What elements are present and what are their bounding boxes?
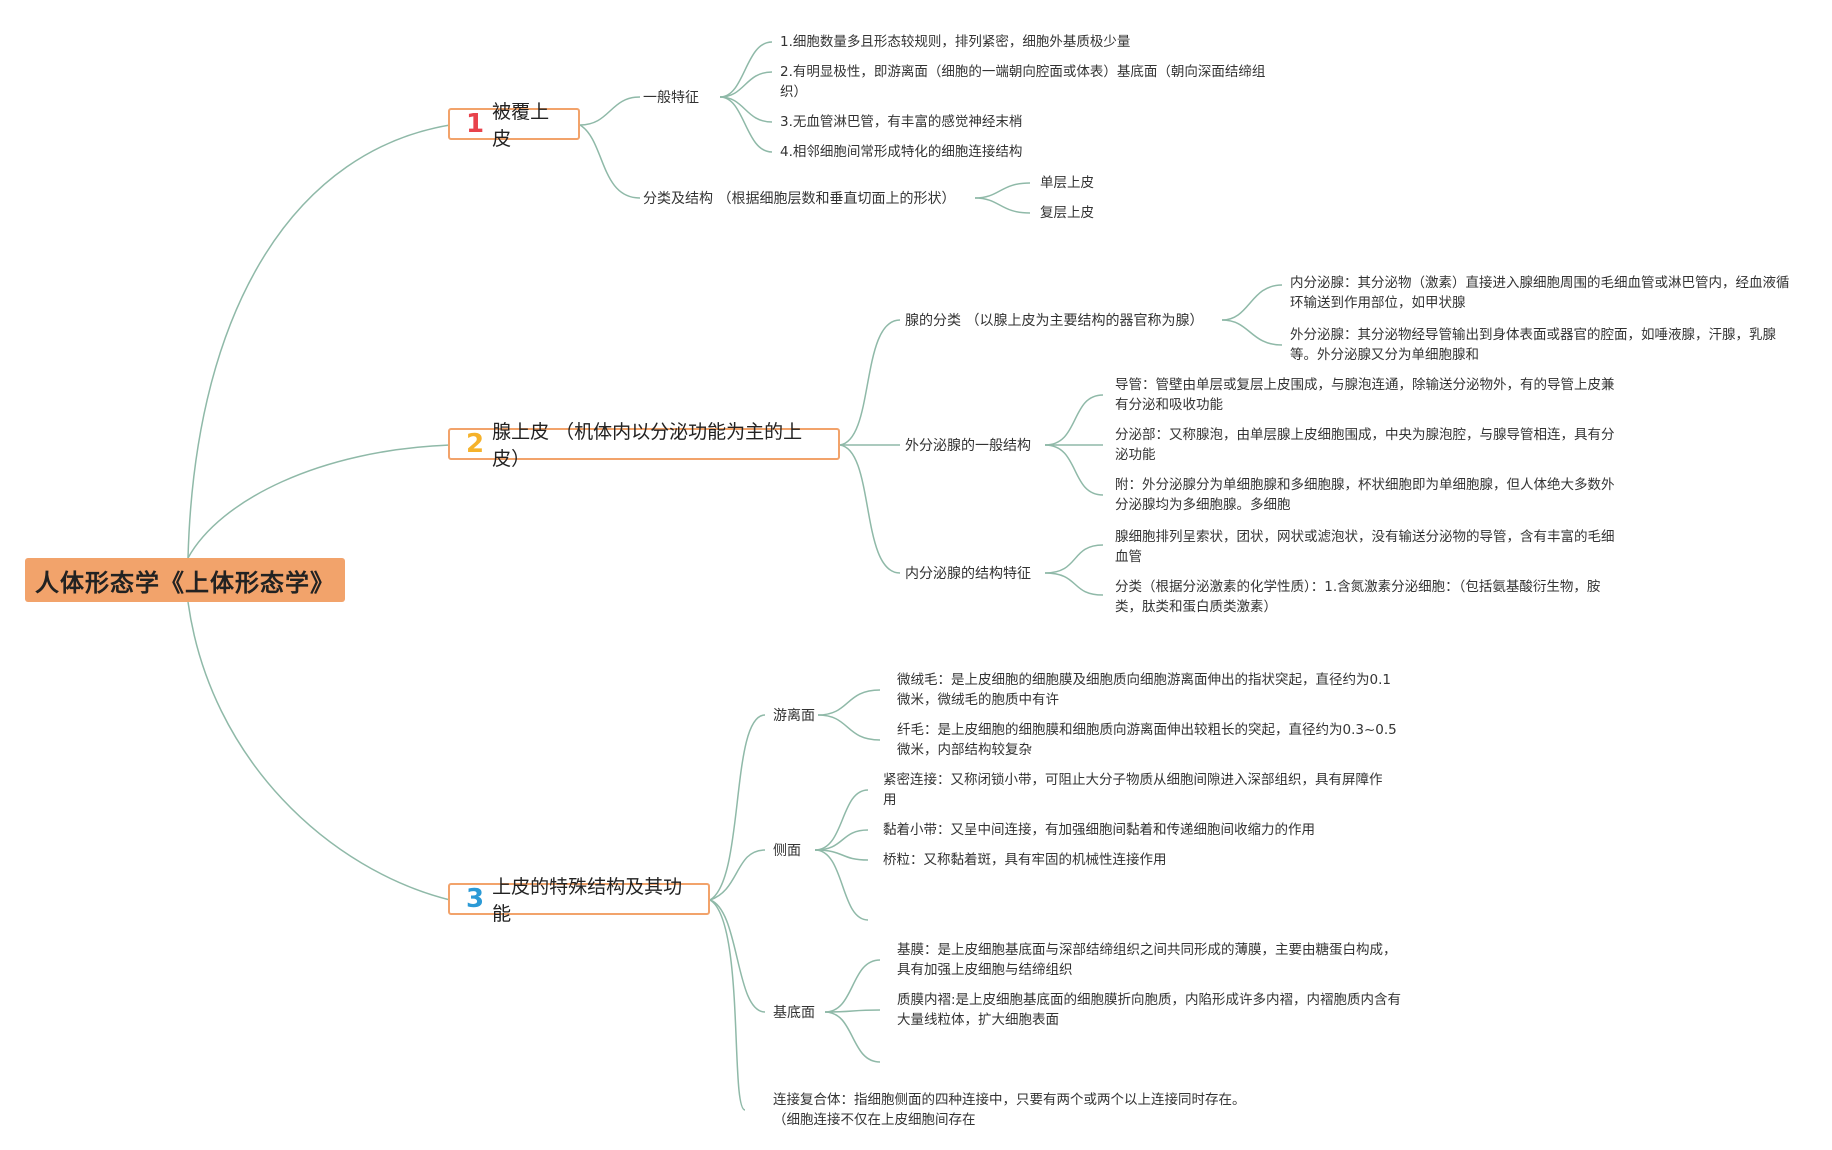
link-lateral-4 [814, 849, 869, 921]
b3-basal-item-2[interactable]: 质膜内褶:是上皮细胞基底面的细胞膜折向胞质，内陷形成许多内褶，内褶胞质内含有大量… [897, 992, 1402, 1028]
link-b1-general [579, 96, 641, 126]
b3-complex-line-2: （细胞连接不仅在上皮细胞间存在 [773, 1112, 976, 1128]
b2-exocrine-topic[interactable]: 外分泌腺的一般结构 [905, 438, 1031, 454]
b1-general-item-4[interactable]: 4.相邻细胞间常形成特化的细胞连接结构 [780, 144, 1023, 160]
b3-lateral-topic[interactable]: 侧面 [773, 843, 801, 859]
branch-1-label: 被覆上皮 [492, 101, 550, 150]
link-lateral-1 [814, 789, 869, 851]
b2-endocrine-topic[interactable]: 内分泌腺的结构特征 [905, 566, 1031, 582]
link-lateral-2 [814, 829, 869, 851]
b1-general-topic[interactable]: 一般特征 [643, 90, 699, 106]
link-root-b1 [187, 124, 451, 559]
branch-2-label: 腺上皮 （机体内以分泌功能为主的上皮） [492, 421, 803, 470]
branch-3-topic[interactable]: 3 上皮的特殊结构及其功能 [448, 876, 710, 925]
link-b3-complex [709, 899, 746, 1111]
link-basal-3 [824, 1011, 881, 1063]
b3-basal-topic[interactable]: 基底面 [773, 1005, 815, 1021]
b1-classify-item-2[interactable]: 复层上皮 [1040, 205, 1094, 221]
b2-exocrine-item-3[interactable]: 附：外分泌腺分为单细胞腺和多细胞腺，杯状细胞即为单细胞腺，但人体绝大多数外分泌腺… [1115, 477, 1615, 513]
link-b3-basal [709, 899, 766, 1013]
root-topic[interactable]: 人体形态学《上体形态学》 [25, 558, 345, 602]
link-exo-3 [1044, 444, 1104, 496]
link-lateral-3 [814, 849, 869, 861]
b2-gland-class-item-1[interactable]: 内分泌腺：其分泌物（激素）直接进入腺细胞周围的毛细血管或淋巴管内，经血液循环输送… [1290, 275, 1790, 311]
branch-1-topic[interactable]: 1 被覆上皮 [448, 101, 580, 150]
b1-general-item-2[interactable]: 2.有明显极性，即游离面（细胞的一端朝向腔面或体表）基底面（朝向深面结缔组织） [780, 64, 1266, 100]
link-gland-1 [1221, 284, 1283, 321]
link-classify-1 [974, 182, 1031, 199]
link-b2-endo [839, 444, 901, 574]
link-b3-free [709, 714, 766, 901]
b3-free-item-1[interactable]: 微绒毛：是上皮细胞的细胞膜及细胞质向细胞游离面伸出的指状突起，直径约为0.1微米… [897, 672, 1391, 708]
b1-classify-item-1[interactable]: 单层上皮 [1040, 175, 1094, 191]
b3-lateral-item-2[interactable]: 黏着小带：又呈中间连接，有加强细胞间黏着和传递细胞间收缩力的作用 [883, 822, 1315, 838]
link-general-4 [719, 96, 773, 153]
link-exo-1 [1044, 394, 1104, 446]
b2-endocrine-item-1[interactable]: 腺细胞排列呈索状，团状，网状或滤泡状，没有输送分泌物的导管，含有丰富的毛细血管 [1115, 529, 1615, 565]
b2-gland-class-topic[interactable]: 腺的分类 （以腺上皮为主要结构的器官称为腺） [905, 313, 1204, 329]
b2-exocrine-item-2[interactable]: 分泌部：又称腺泡，由单层腺上皮细胞围成，中央为腺泡腔，与腺导管相连，具有分泌功能 [1115, 427, 1615, 463]
branch-3-number: 3 [466, 884, 485, 914]
link-general-3 [719, 96, 773, 123]
b3-basal-item-1[interactable]: 基膜：是上皮细胞基底面与深部结缔组织之间共同形成的薄膜，主要由糖蛋白构成，具有加… [897, 942, 1397, 978]
link-b2-gland [839, 319, 901, 446]
b3-complex-line-1: 连接复合体：指细胞侧面的四种连接中，只要有两个或两个以上连接同时存在。 [773, 1092, 1246, 1108]
b3-complex-topic[interactable]: 连接复合体：指细胞侧面的四种连接中，只要有两个或两个以上连接同时存在。 （细胞连… [773, 1090, 1293, 1130]
link-basal-1 [824, 959, 881, 1013]
b1-classify-topic[interactable]: 分类及结构 （根据细胞层数和垂直切面上的形状） [643, 191, 956, 207]
b1-general-item-1[interactable]: 1.细胞数量多且形态较规则，排列紧密，细胞外基质极少量 [780, 34, 1131, 50]
b2-exocrine-item-1[interactable]: 导管：管壁由单层或复层上皮围成，与腺泡连通，除输送分泌物外，有的导管上皮兼有分泌… [1115, 377, 1615, 413]
b3-free-item-2[interactable]: 纤毛：是上皮细胞的细胞膜和细胞质向游离面伸出较粗长的突起，直径约为0.3~0.5… [897, 722, 1397, 758]
link-general-2 [719, 71, 773, 98]
link-gland-2 [1221, 319, 1283, 346]
link-free-2 [817, 714, 881, 741]
link-classify-2 [974, 197, 1031, 214]
link-basal-2 [824, 1009, 881, 1013]
link-general-1 [719, 41, 773, 98]
b2-gland-class-item-2[interactable]: 外分泌腺：其分泌物经导管输出到身体表面或器官的腔面，如唾液腺，汗腺，乳腺等。外分… [1290, 327, 1776, 363]
branch-2-number: 2 [466, 429, 485, 459]
b3-free-topic[interactable]: 游离面 [773, 708, 815, 724]
link-endo-1 [1044, 544, 1104, 574]
branch-3-label: 上皮的特殊结构及其功能 [492, 876, 683, 925]
link-free-1 [817, 689, 881, 716]
link-root-b2 [187, 444, 451, 559]
b3-lateral-item-1[interactable]: 紧密连接：又称闭锁小带，可阻止大分子物质从细胞间隙进入深部组织，具有屏障作用 [883, 772, 1383, 808]
link-root-b3 [187, 601, 451, 901]
link-b1-classify [579, 124, 641, 199]
branch-2-topic[interactable]: 2 腺上皮 （机体内以分泌功能为主的上皮） [448, 421, 840, 470]
b3-lateral-item-3[interactable]: 桥粒：又称黏着斑，具有牢固的机械性连接作用 [883, 852, 1167, 868]
link-b3-lateral [709, 849, 766, 901]
b1-general-item-3[interactable]: 3.无血管淋巴管，有丰富的感觉神经末梢 [780, 114, 1023, 130]
link-endo-2 [1044, 572, 1104, 596]
branch-1-number: 1 [466, 109, 485, 139]
b2-endocrine-item-2[interactable]: 分类（根据分泌激素的化学性质）：1.含氮激素分泌细胞：（包括氨基酸衍生物，胺类，… [1115, 579, 1601, 615]
